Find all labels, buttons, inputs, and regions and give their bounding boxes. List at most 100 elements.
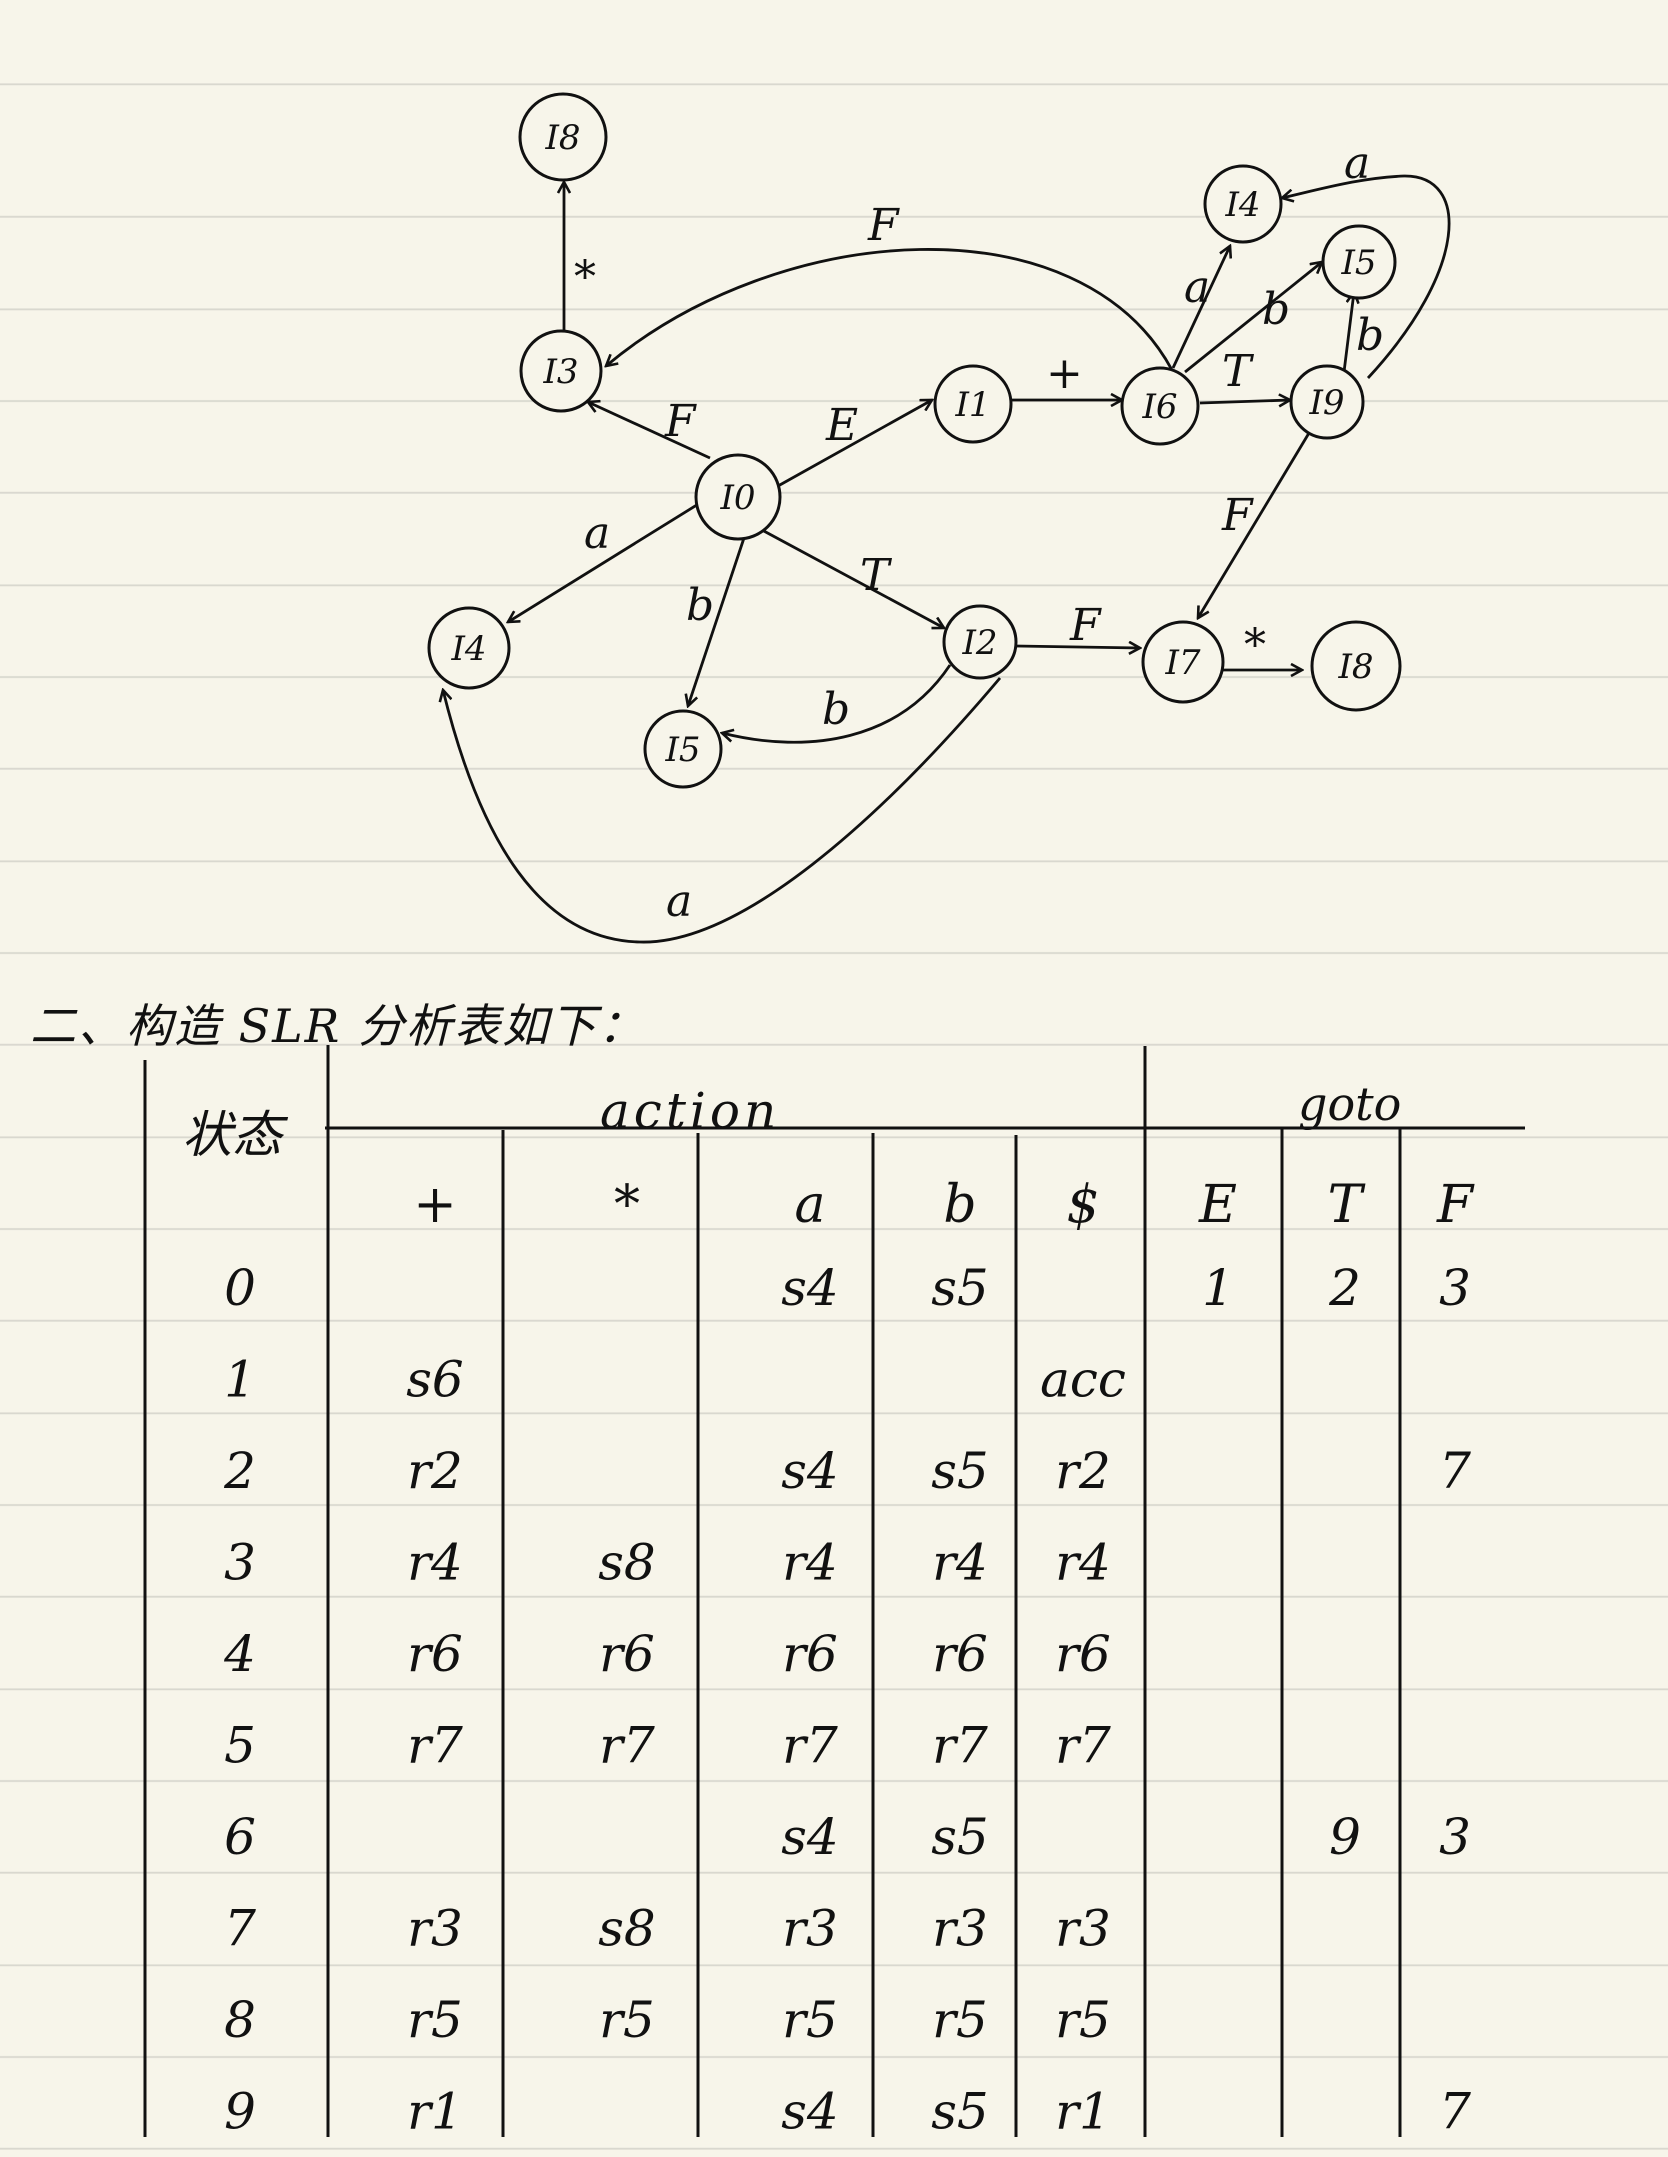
state-number: 5 [224,1717,256,1775]
edge-i2-i5a [722,664,952,744]
action-cell: r7 [1055,1717,1111,1775]
state-diagram: * F F E + T a b b a F a b T b F a * I8 I… [427,92,1451,944]
state-number: 2 [223,1442,256,1500]
action-cell: s5 [931,1442,988,1500]
action-cell: r7 [782,1717,838,1775]
edge-i0-i3 [588,402,711,460]
edge-label: a [666,876,692,927]
action-cell: s5 [931,2083,988,2141]
state-label: I4 [1224,185,1260,225]
action-cell: r6 [782,1625,838,1683]
action-cell: r3 [932,1900,988,1958]
state-node [1289,364,1365,440]
state-number: 6 [224,1808,256,1866]
state-node [942,604,1018,680]
state-number: 9 [224,2083,256,2141]
action-column-header: $ [1066,1175,1099,1235]
action-cell: r1 [1055,2083,1111,2141]
state-node [933,364,1013,444]
goto-column-header: F [1436,1175,1475,1235]
goto-column-header: T [1328,1175,1366,1235]
state-number: 0 [224,1259,256,1317]
edge-label: F [867,200,900,251]
state-header: 状态 [182,1106,289,1164]
action-cell: r1 [407,2083,463,2141]
goto-cell: 3 [1439,1259,1471,1317]
action-cell: s4 [781,1259,838,1317]
state-node [518,92,608,182]
state-node [1321,224,1397,300]
state-label: I9 [1308,383,1344,423]
state-number: 8 [224,1991,256,2049]
goto-cell: 7 [1439,2083,1471,2141]
action-cell: s5 [931,1259,988,1317]
state-node [1141,620,1225,704]
action-cell: r5 [1055,1991,1111,2049]
action-cell: s8 [598,1900,655,1958]
state-node [427,606,511,690]
action-cell: s5 [931,1808,988,1866]
action-cell: r7 [407,1717,463,1775]
state-number: 1 [224,1351,256,1409]
edge-i0-i1 [777,400,932,488]
action-cell: r2 [1055,1442,1111,1500]
action-column-header: a [794,1175,825,1235]
goto-cell: 9 [1329,1808,1361,1866]
action-cell: s4 [781,2083,838,2141]
action-cell: r4 [1055,1534,1111,1592]
action-cell: s8 [598,1534,655,1592]
state-label: I2 [961,623,997,663]
action-cell: r6 [932,1625,988,1683]
edge-label: T [860,550,893,601]
edge-label: F [1069,600,1102,651]
state-number: 7 [224,1900,256,1958]
edge-label: * [574,252,596,303]
edge-label: * [1244,620,1266,671]
state-node [694,453,782,541]
state-number: 3 [224,1534,256,1592]
state-label: I3 [542,352,578,392]
section-title: 二、构造 SLR 分析表如下： [30,999,646,1053]
action-cell: r3 [782,1900,838,1958]
action-cell: r4 [407,1534,463,1592]
state-label: I0 [719,478,755,518]
edge-label: E [825,400,858,451]
edge-label: b [1262,284,1290,335]
action-cell: s4 [781,1442,838,1500]
edge-i9-i7 [1198,427,1314,618]
state-number: 4 [223,1625,256,1683]
action-cell: r7 [599,1717,655,1775]
goto-cell: 2 [1328,1259,1361,1317]
edge-i6-i9 [1199,400,1290,403]
action-cell: r7 [932,1717,988,1775]
state-node [1120,366,1200,446]
action-cell: s6 [406,1351,463,1409]
edge-i2-i4a [443,677,1002,944]
action-header: action [600,1082,780,1140]
edge-label: b [686,580,714,631]
edge-i0-i2 [761,528,944,628]
action-column-header: + [413,1175,457,1235]
goto-cell: 3 [1439,1808,1471,1866]
action-cell: r5 [599,1991,655,2049]
edge-i0-i5a [688,537,746,706]
edge-i6-i3 [606,248,1174,371]
action-cell: r3 [1055,1900,1111,1958]
edge-label: a [1344,138,1370,189]
state-label: I8 [544,118,580,158]
state-node [519,329,603,413]
edge-i2-i7 [1015,646,1140,648]
edge-i6-i4b [1171,246,1230,369]
action-cell: r5 [782,1991,838,2049]
state-label: I5 [1340,243,1376,283]
edge-label: + [1046,348,1083,399]
action-column-header: * [614,1175,640,1235]
edge-i9-i4b [1282,174,1451,379]
action-cell: r4 [782,1534,838,1592]
goto-header: goto [1298,1077,1401,1131]
action-cell: r4 [932,1534,988,1592]
state-label: I4 [450,629,486,669]
goto-cell: 7 [1439,1442,1471,1500]
goto-column-header: E [1198,1175,1237,1235]
